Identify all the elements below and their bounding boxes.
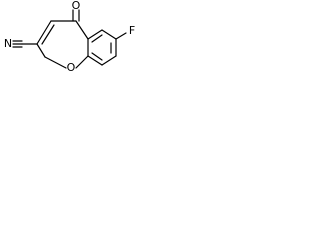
bond-c2-c3	[36, 20, 52, 45]
fluorine-label: F	[129, 24, 135, 37]
bond-c5-c6	[101, 29, 117, 40]
bond-c4-c4a	[75, 20, 89, 40]
bond-c8-c8a	[87, 55, 103, 66]
nitrile-nitrogen-label: N	[4, 37, 12, 50]
bond-c4a-c5	[87, 29, 103, 40]
bond-c8a-o1	[75, 55, 89, 69]
bond-arom-inner-1	[91, 34, 103, 43]
bond-arom-inner-3	[91, 52, 103, 61]
bond-c2-link	[36, 43, 46, 58]
chemical-structure: O O N F	[4, 0, 135, 74]
bond-c2-c3-double	[41, 24, 55, 45]
bond-c6-f	[115, 32, 127, 40]
carbonyl-oxygen-label: O	[72, 0, 81, 12]
bond-o1-c2	[44, 56, 67, 69]
ring-oxygen-label: O	[67, 61, 76, 74]
bond-c7-c8	[101, 55, 117, 66]
